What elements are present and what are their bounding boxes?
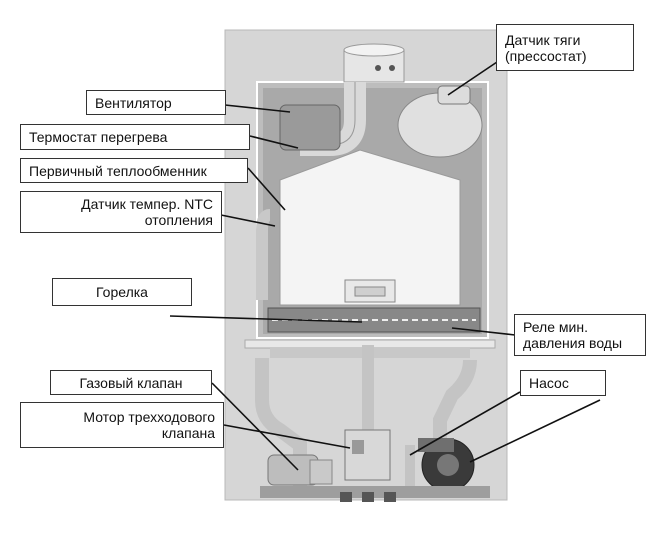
leader-pump-2 [469, 399, 601, 463]
leader-fan [224, 104, 291, 113]
heat-exchanger [279, 149, 461, 306]
label-pump: Насос [520, 370, 606, 396]
label-gas-valve: Газовый клапан [50, 370, 212, 395]
pressure-switch [437, 85, 471, 105]
label-min-water-pressure-relay: Реле мин. давления воды [514, 314, 646, 356]
leader-gas-valve [211, 382, 299, 471]
fan-motor [279, 104, 341, 151]
leader-draft-sensor [447, 59, 501, 96]
leader-exchanger [247, 167, 286, 211]
label-draft-sensor: Датчик тяги (прессостат) [496, 24, 634, 71]
gas-valve [344, 429, 391, 481]
leader-three-way [223, 424, 351, 449]
label-overheat-thermostat: Термостат перегрева [20, 124, 250, 150]
leader-burner [169, 315, 363, 323]
leader-overheat [249, 135, 299, 149]
label-fan: Вентилятор [86, 90, 226, 115]
leader-ntc [220, 214, 276, 227]
label-ntc-sensor: Датчик темпер. NTC отопления [20, 191, 222, 233]
leader-pressure-relay [451, 327, 516, 336]
label-three-way-valve-motor: Мотор трехходового клапана [20, 402, 224, 448]
label-primary-heat-exchanger: Первичный теплообменник [20, 158, 248, 183]
label-burner: Горелка [52, 278, 192, 306]
leader-pump [409, 391, 521, 456]
